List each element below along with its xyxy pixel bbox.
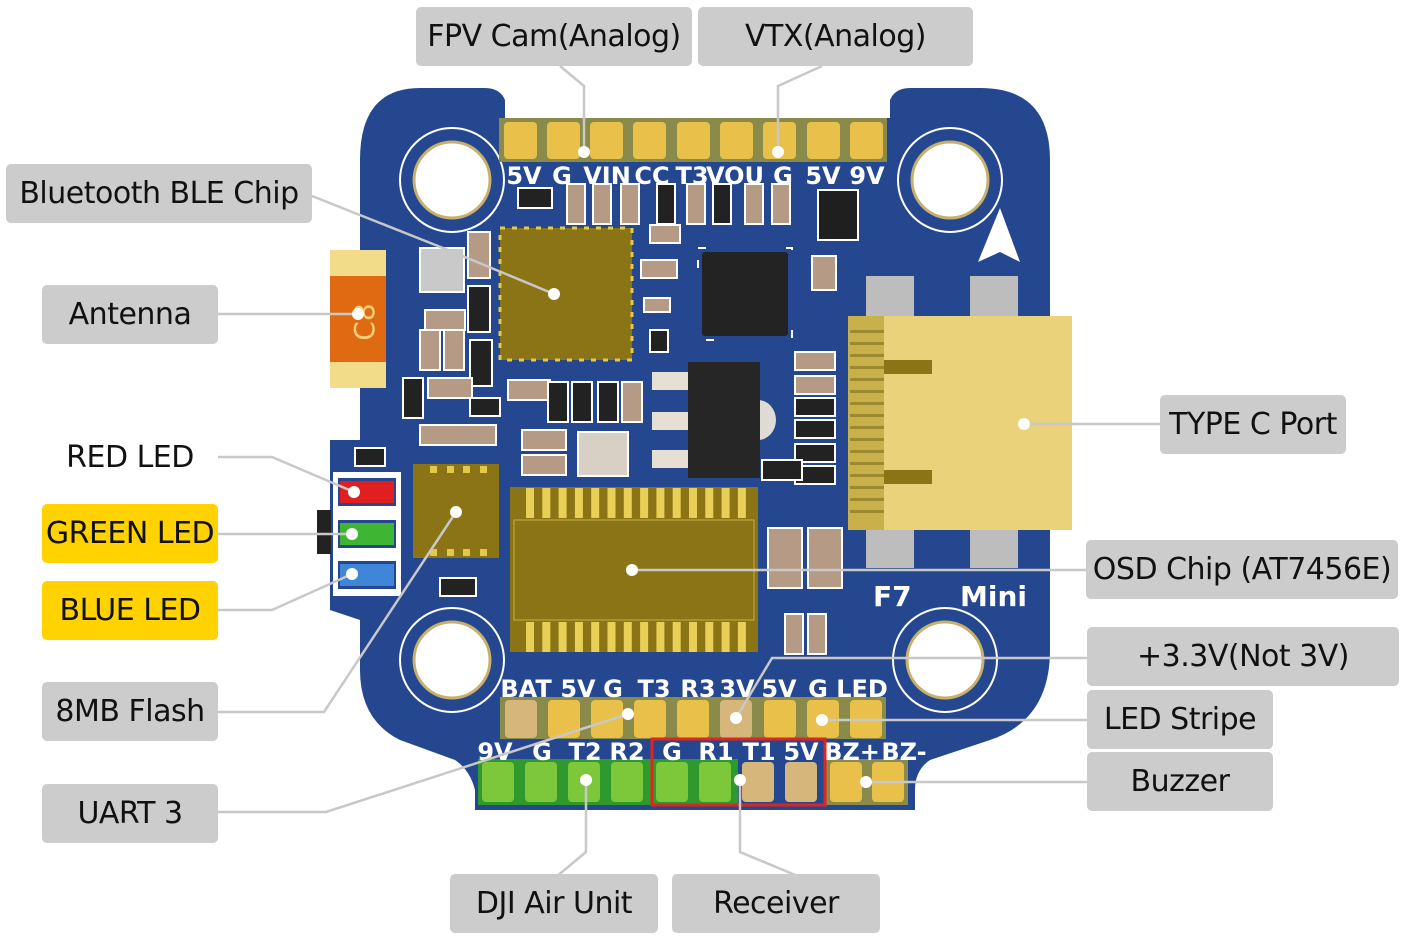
bottom-pad-label: 5V <box>761 675 797 703</box>
bottom-pad <box>548 700 580 738</box>
silkscreen-f7: F7 <box>873 580 912 613</box>
top-pad <box>720 122 753 159</box>
silkscreen-mini: Mini <box>960 580 1027 613</box>
mounting-holes <box>399 127 1003 713</box>
bottom-pad <box>742 762 774 802</box>
top-pad <box>633 122 666 159</box>
bottom-pad-label: R1 <box>698 738 733 766</box>
bottom-pad-label: T3 <box>637 675 670 703</box>
label-osd-chip: OSD Chip (AT7456E) <box>1086 540 1398 599</box>
label-bluetooth-ble-chip: Bluetooth BLE Chip <box>6 164 312 223</box>
bottom-pad-label: 5V <box>783 738 819 766</box>
svg-text:C8: C8 <box>348 303 381 340</box>
bottom-pad <box>611 762 643 802</box>
bottom-pad-label: G <box>808 675 828 703</box>
bottom-pad <box>634 700 666 738</box>
top-pad-label: 9V <box>849 162 885 190</box>
bottom-pad-label: R3 <box>680 675 715 703</box>
label-green-led: GREEN LED <box>42 504 218 563</box>
bottom-pad <box>764 700 796 738</box>
label-buzzer: Buzzer <box>1087 752 1273 811</box>
label-8mb-flash: 8MB Flash <box>42 682 218 741</box>
label-dji-air-unit: DJI Air Unit <box>450 874 658 933</box>
bottom-pad-label: T1 <box>742 738 775 766</box>
bottom-pad-label: 3V <box>719 675 755 703</box>
label-3v3: +3.3V(Not 3V) <box>1087 627 1399 686</box>
smd-components <box>354 183 859 655</box>
top-pad <box>850 122 883 159</box>
top-pad <box>677 122 710 159</box>
bottom-pad <box>785 762 817 802</box>
bottom-pad <box>505 700 537 738</box>
bluetooth-ble-chip <box>498 226 634 362</box>
bottom-pad-label: G <box>532 738 552 766</box>
bottom-pad-label: G <box>662 738 682 766</box>
bottom-pad <box>656 762 688 802</box>
anchor-dots <box>346 146 1030 788</box>
bottom-pad-row-2 <box>482 762 904 802</box>
label-receiver: Receiver <box>672 874 880 933</box>
top-pad-label: 5V <box>805 162 841 190</box>
receiver-highlight-box <box>650 737 827 807</box>
bottom-pad-row-1 <box>505 700 882 738</box>
top-pad <box>590 122 623 159</box>
antenna-component: C8 <box>330 250 386 388</box>
bottom-pad-label: 5V <box>560 675 596 703</box>
bottom-pad-label: T2 <box>568 738 601 766</box>
bottom-pad-label: R2 <box>609 738 644 766</box>
bottom-pad-label: G <box>603 675 623 703</box>
bottom-pad <box>525 762 557 802</box>
top-pad-label: 5V <box>506 162 542 190</box>
label-antenna: Antenna <box>42 285 218 344</box>
mcu-chip <box>697 247 793 341</box>
label-red-led: RED LED <box>66 440 194 475</box>
label-blue-led: BLUE LED <box>42 581 218 640</box>
bottom-pad <box>482 762 514 802</box>
bottom-pad <box>830 762 862 802</box>
bottom-pad <box>677 700 709 738</box>
bottom-pad <box>699 762 731 802</box>
bottom-pad-label: LED <box>836 675 888 703</box>
usb-c-port <box>848 276 1072 568</box>
label-fpv-cam: FPV Cam(Analog) <box>416 7 692 66</box>
label-type-c-port: TYPE C Port <box>1160 395 1346 454</box>
label-led-stripe: LED Stripe <box>1087 690 1273 749</box>
leader-lines <box>218 64 1160 879</box>
bottom-pad-label: BAT <box>500 675 552 703</box>
direction-arrow-icon <box>978 208 1020 262</box>
label-vtx: VTX(Analog) <box>698 7 973 66</box>
top-pad <box>504 122 537 159</box>
top-pad <box>763 122 796 159</box>
top-pad <box>807 122 840 159</box>
top-pad <box>547 122 580 159</box>
top-pad-row <box>504 122 883 159</box>
bottom-pad <box>591 700 623 738</box>
bottom-pad-label: BZ+ <box>824 738 880 766</box>
label-uart3: UART 3 <box>42 784 218 843</box>
voltage-regulator <box>652 362 776 478</box>
bottom-pad-label: BZ- <box>881 738 926 766</box>
